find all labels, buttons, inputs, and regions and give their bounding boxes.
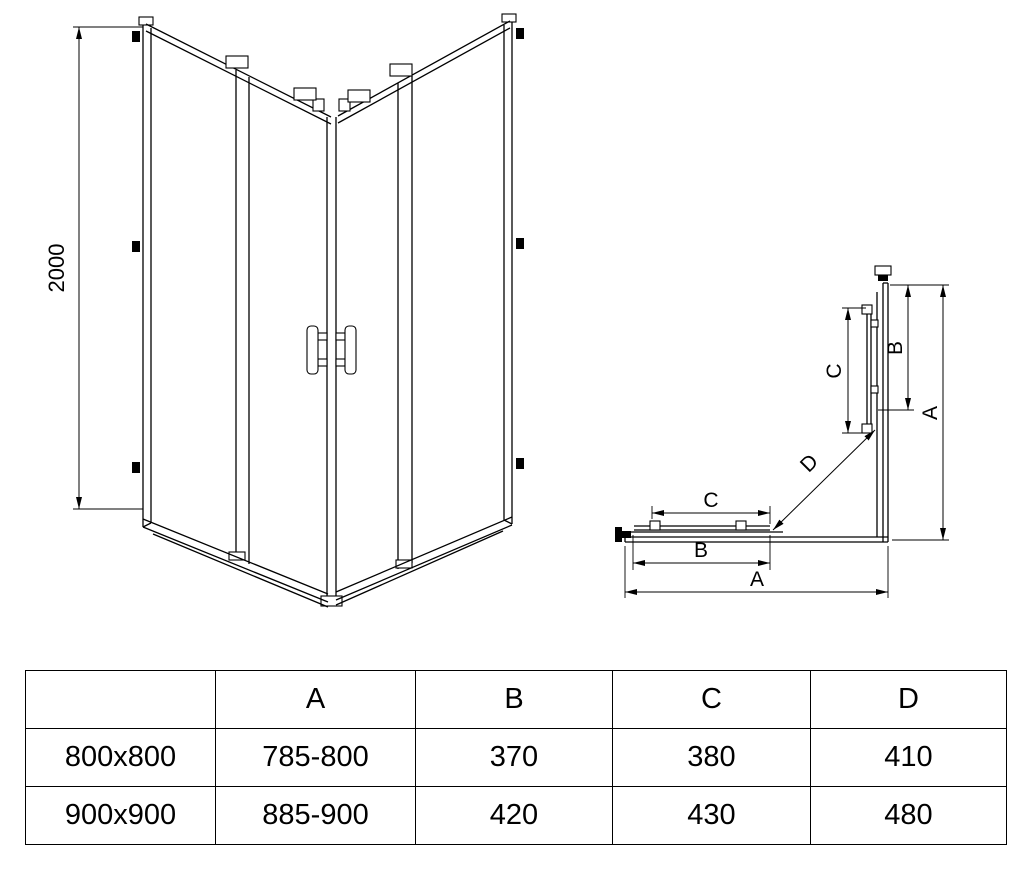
dim-d-label: D xyxy=(796,450,823,477)
top-rail-right xyxy=(337,20,511,124)
dimension-a-side: A xyxy=(892,285,949,541)
corner-post xyxy=(312,98,351,607)
dim-a-bottom-label: A xyxy=(750,568,764,591)
dim-c-bottom-label: C xyxy=(703,489,718,512)
roller-icon xyxy=(225,55,249,69)
dim-b-cell: 370 xyxy=(415,728,613,787)
bottom-guide-icon xyxy=(395,559,413,569)
top-rail-left xyxy=(145,23,332,125)
dimension-2000: 2000 xyxy=(44,26,143,510)
dim-b-side-label: B xyxy=(884,341,907,355)
dimension-c-bottom: C xyxy=(651,489,771,524)
roller-icon xyxy=(649,520,661,531)
bottom-guide-icon xyxy=(228,551,246,561)
table-row: 800x800 785-800 370 380 410 xyxy=(25,728,1007,787)
wall-clip-icon xyxy=(132,241,140,252)
dim-a-cell: 885-900 xyxy=(215,786,416,845)
header-cell-b: B xyxy=(415,670,613,729)
bottom-rail-right xyxy=(335,516,513,606)
right-wall-profile xyxy=(501,13,524,525)
header-cell-size xyxy=(25,670,216,729)
bracket-icon xyxy=(870,385,879,394)
header-cell-a: A xyxy=(215,670,416,729)
dim-b-bottom-label: B xyxy=(694,539,708,562)
header-cell-d: D xyxy=(810,670,1007,729)
table-row: 900x900 885-900 420 430 480 xyxy=(25,786,1007,845)
header-cell-c: C xyxy=(612,670,811,729)
left-door-stile xyxy=(225,55,317,564)
bracket-icon xyxy=(870,319,879,328)
wall-clip-icon xyxy=(516,28,524,39)
size-cell: 800x800 xyxy=(25,728,216,787)
dim-a-cell: 785-800 xyxy=(215,728,416,787)
dim-c-cell: 430 xyxy=(612,786,811,845)
plan-bottom-panel xyxy=(615,520,783,542)
dim-b-cell: 420 xyxy=(415,786,613,845)
handle-icon xyxy=(622,531,631,538)
door-handle-right xyxy=(335,325,357,375)
dim-c-cell: 380 xyxy=(612,728,811,787)
plan-view: D C B A C xyxy=(615,265,949,598)
roller-icon xyxy=(347,89,371,103)
dim-c-side-label: C xyxy=(823,363,846,378)
table-header-row: A B C D xyxy=(25,670,1007,729)
dimension-a-bottom: A xyxy=(624,546,889,598)
drawing-area: 2000 xyxy=(44,13,949,608)
roller-icon xyxy=(293,87,317,101)
dim-d-cell: 410 xyxy=(810,728,1007,787)
dimensions-table: A B C D 800x800 785-800 370 380 410 900x… xyxy=(25,670,1007,845)
wall-clip-icon xyxy=(516,458,524,469)
wall-bracket-icon xyxy=(878,275,888,281)
plan-right-panel xyxy=(861,292,879,537)
dimension-d: D xyxy=(772,429,876,531)
dimension-c-side: C xyxy=(823,307,866,434)
front-view: 2000 xyxy=(44,13,524,608)
roller-icon xyxy=(389,63,413,77)
plan-walls xyxy=(624,265,892,543)
dim-a-side-label: A xyxy=(919,406,942,420)
roller-icon xyxy=(861,304,873,315)
door-handle-left xyxy=(306,325,328,375)
wall-bracket-icon xyxy=(874,265,892,276)
bottom-rail-left xyxy=(142,518,329,608)
dim-d-cell: 480 xyxy=(810,786,1007,845)
handle-icon xyxy=(615,527,622,542)
left-wall-profile xyxy=(132,16,154,528)
roller-icon xyxy=(735,520,747,531)
wall-clip-icon xyxy=(516,238,524,249)
right-door-stile xyxy=(347,63,413,569)
height-dim-label: 2000 xyxy=(44,244,69,293)
wall-clip-icon xyxy=(132,462,140,473)
roller-icon xyxy=(861,423,873,434)
size-cell: 900x900 xyxy=(25,786,216,845)
dimension-b-bottom: B xyxy=(632,535,771,570)
dimension-b-side: B xyxy=(878,284,949,411)
wall-clip-icon xyxy=(132,31,140,42)
technical-drawing: 2000 xyxy=(44,13,949,608)
